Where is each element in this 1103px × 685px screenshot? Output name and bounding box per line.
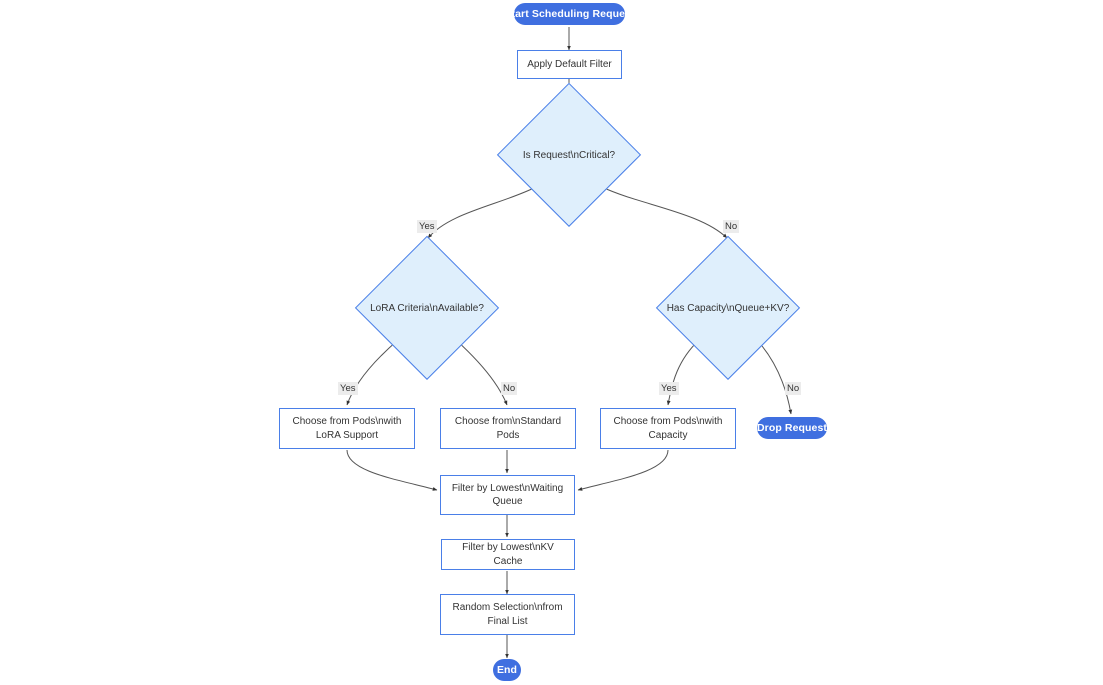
line-1: Choose from\nStandard bbox=[454, 416, 562, 427]
node-choose-lora-pods[interactable]: Choose from Pods\nwith LoRA Support bbox=[279, 408, 415, 449]
node-start[interactable]: Start Scheduling Request bbox=[504, 3, 634, 25]
node-choose-capacity-pods-label: Choose from Pods\nwith Capacity bbox=[607, 415, 729, 442]
line-2: Final List bbox=[487, 615, 528, 627]
node-lora-criteria-available[interactable]: LoRA Criteria\nAvailable? bbox=[354, 235, 500, 381]
node-has-capacity-label: Has Capacity\nQueue+KV? bbox=[666, 302, 790, 314]
node-random-selection[interactable]: Random Selection\nfrom Final List bbox=[440, 594, 575, 635]
line-2: Queue bbox=[492, 496, 523, 507]
node-choose-capacity-pods[interactable]: Choose from Pods\nwith Capacity bbox=[600, 408, 736, 449]
node-apply-default-filter[interactable]: Apply Default Filter bbox=[517, 50, 622, 79]
node-start-label: Start Scheduling Request bbox=[504, 8, 635, 20]
line-1: Random Selection\nfrom bbox=[452, 602, 563, 613]
node-choose-standard-pods[interactable]: Choose from\nStandard Pods bbox=[440, 408, 576, 449]
node-choose-lora-pods-label: Choose from Pods\nwith LoRA Support bbox=[286, 415, 408, 442]
node-choose-standard-pods-label: Choose from\nStandard Pods bbox=[447, 415, 569, 442]
node-is-request-critical[interactable]: Is Request\nCritical? bbox=[496, 82, 642, 228]
node-has-capacity[interactable]: Has Capacity\nQueue+KV? bbox=[655, 235, 801, 381]
edge-lora-pods-to-queue bbox=[346, 449, 438, 491]
edge-label-capacity-no: No bbox=[785, 382, 802, 395]
node-apply-default-filter-label: Apply Default Filter bbox=[527, 58, 612, 70]
edge-label-lora-no: No bbox=[501, 382, 518, 395]
node-random-selection-label: Random Selection\nfrom Final List bbox=[447, 601, 568, 628]
edge-label-critical-no: No bbox=[723, 220, 740, 233]
line-2: LoRA Support bbox=[315, 429, 379, 441]
node-filter-waiting-queue[interactable]: Filter by Lowest\nWaiting Queue bbox=[440, 475, 575, 515]
node-is-request-critical-label: Is Request\nCritical? bbox=[522, 149, 616, 161]
line-1: Filter by Lowest\nWaiting bbox=[451, 482, 564, 494]
node-end-label: End bbox=[496, 664, 518, 676]
node-filter-kv-cache[interactable]: Filter by Lowest\nKV Cache bbox=[441, 539, 575, 570]
edge-label-critical-yes: Yes bbox=[417, 220, 437, 233]
edge-label-capacity-yes: Yes bbox=[659, 382, 679, 395]
node-drop-request-label: Drop Request bbox=[756, 422, 828, 434]
edge-capacity-pods-to-queue bbox=[577, 449, 669, 491]
node-filter-kv-cache-label: Filter by Lowest\nKV Cache bbox=[462, 542, 554, 567]
line-2: Capacity bbox=[648, 429, 688, 441]
node-drop-request[interactable]: Drop Request bbox=[757, 417, 827, 439]
node-filter-waiting-queue-label: Filter by Lowest\nWaiting Queue bbox=[447, 482, 568, 509]
line-1: Choose from Pods\nwith bbox=[613, 416, 723, 427]
edge-label-lora-yes: Yes bbox=[338, 382, 358, 395]
node-lora-criteria-available-label: LoRA Criteria\nAvailable? bbox=[370, 302, 484, 314]
line-2: Pods bbox=[496, 429, 520, 441]
line-1: Choose from Pods\nwith bbox=[292, 416, 402, 427]
node-end[interactable]: End bbox=[493, 659, 521, 681]
